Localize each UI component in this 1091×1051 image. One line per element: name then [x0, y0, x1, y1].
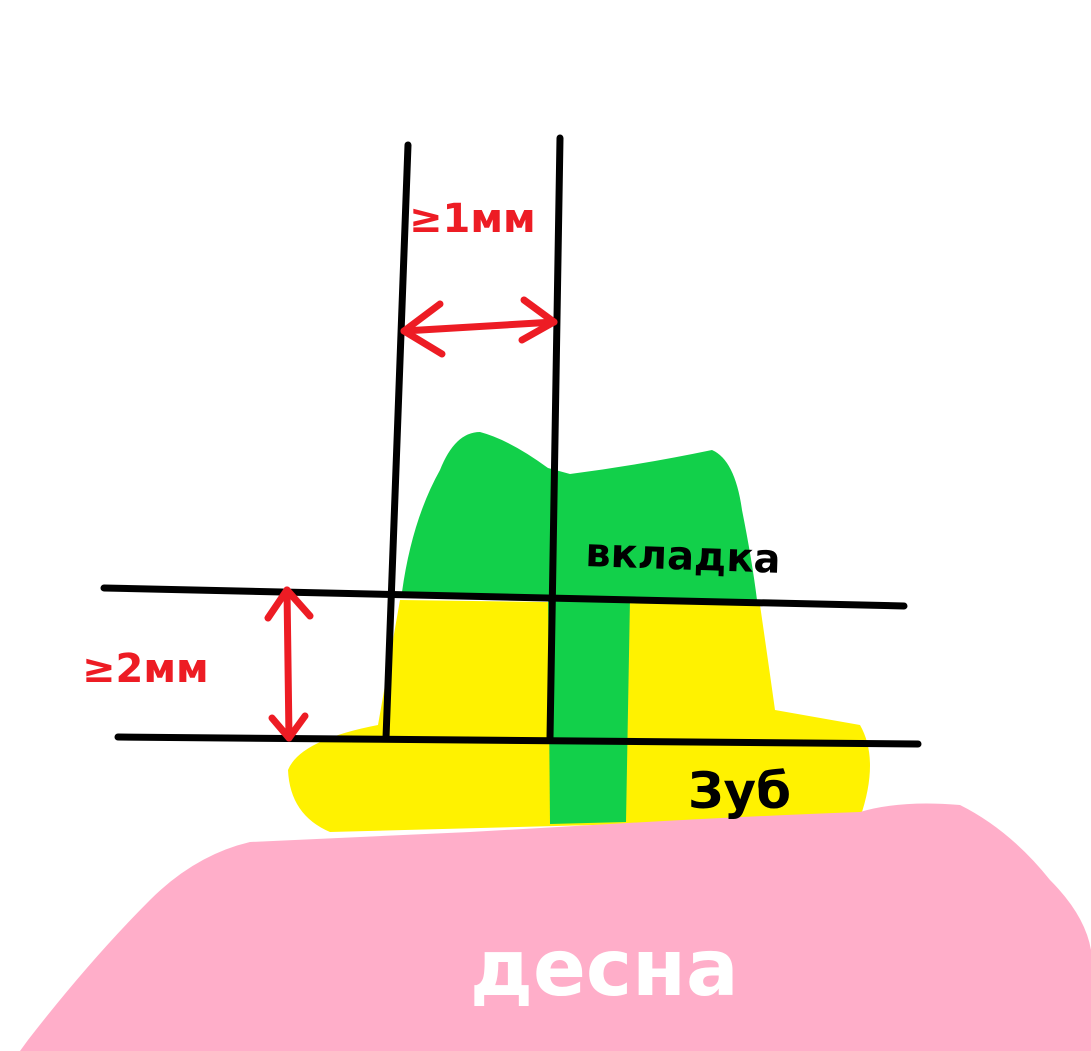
inlay-post-shape [548, 595, 630, 824]
height-dimension-arrow [264, 586, 314, 742]
right-vertical-line [546, 134, 564, 742]
width-dimension-arrow [400, 296, 558, 358]
gum-shape [20, 803, 1091, 1051]
upper-horizontal-line [100, 584, 908, 610]
lower-horizontal-line [114, 733, 922, 748]
inlay-label: вкладка [585, 530, 782, 583]
tooth-label: Зуб [688, 762, 791, 820]
inlay-crown-shape [402, 432, 757, 600]
left-vertical-line [382, 141, 412, 742]
width-label: ≥1мм [409, 196, 536, 242]
gum-label: десна [470, 924, 739, 1014]
height-label: ≥2мм [82, 646, 209, 692]
